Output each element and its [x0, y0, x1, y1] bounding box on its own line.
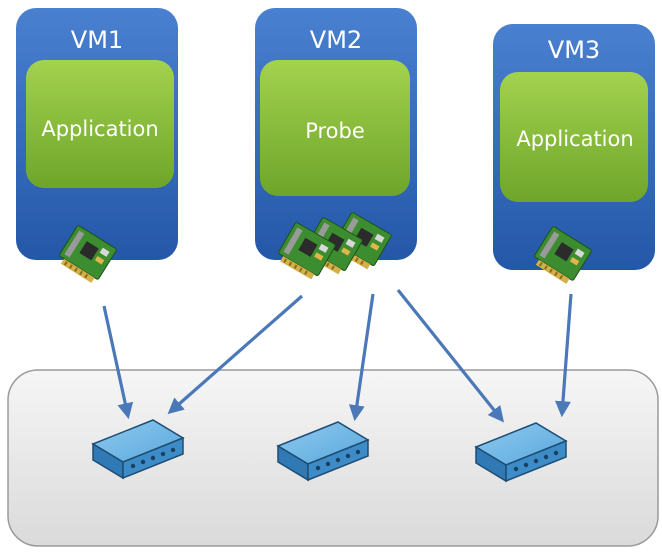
vm3-application-label: Application [516, 127, 633, 151]
vm2-box: VM2 Probe [255, 8, 417, 260]
vm2-probe-box [260, 60, 410, 196]
vm3-title: VM3 [548, 36, 600, 64]
vm2-title: VM2 [310, 26, 362, 54]
link-probe-switch2 [348, 293, 375, 422]
vm1-application-label: Application [41, 117, 158, 141]
vm1-title: VM1 [71, 26, 123, 54]
network-links [102, 289, 573, 423]
link-vm1-switch1 [102, 305, 134, 420]
vm3-application-box [500, 72, 648, 202]
vm2-probe-label: Probe [305, 119, 365, 143]
link-probe-switch1 [167, 294, 304, 415]
vm3-box: VM3 Application [493, 24, 655, 270]
vm1-application-box [26, 60, 174, 188]
link-probe-switch3 [396, 289, 504, 423]
link-vm3-switch3 [554, 293, 573, 418]
vm1-box: VM1 Application [16, 8, 178, 260]
